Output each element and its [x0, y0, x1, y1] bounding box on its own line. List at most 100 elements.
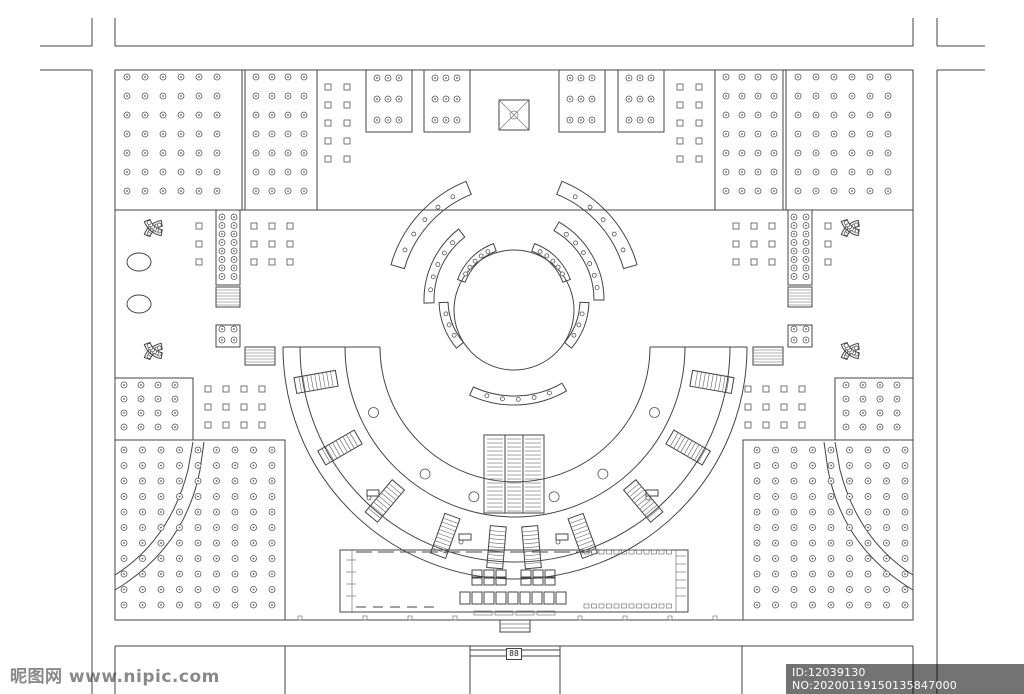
parking-stall — [621, 549, 627, 555]
tree-center — [797, 76, 799, 78]
seat-row — [687, 442, 696, 457]
seat-block — [486, 525, 507, 570]
crescent-tree — [428, 287, 434, 293]
ring-tree — [548, 491, 560, 503]
tree-center — [178, 573, 181, 575]
planter-cell — [676, 83, 684, 91]
tree-center — [271, 133, 273, 135]
tree-center — [830, 573, 832, 575]
tree-center — [178, 588, 181, 591]
tree-center — [376, 119, 378, 121]
crescent-tree — [422, 217, 428, 223]
tree-center — [221, 216, 223, 218]
tree-center — [867, 542, 869, 544]
planter-cell — [676, 119, 684, 127]
tree-center — [255, 76, 257, 78]
tree-center — [303, 152, 305, 154]
tree-center — [774, 480, 777, 482]
tree-center — [180, 171, 182, 173]
tree-center — [126, 152, 128, 154]
tree-center — [144, 152, 146, 154]
tree-center — [845, 426, 847, 428]
tree-center — [885, 542, 888, 544]
tree-center — [885, 526, 888, 529]
tree-center — [303, 133, 305, 135]
tree-center — [160, 604, 162, 606]
tree-center — [271, 171, 273, 173]
seat-row — [680, 438, 689, 453]
tree-center — [885, 464, 888, 467]
seat-block — [429, 512, 461, 559]
bench-tree — [645, 495, 651, 501]
crescent-tree — [472, 258, 478, 264]
tree-center — [879, 426, 881, 428]
parking-stall — [621, 603, 627, 609]
seat-row — [722, 376, 726, 392]
tree-center — [234, 495, 236, 498]
tree-center — [848, 495, 851, 498]
amphitheater-seating — [293, 369, 735, 570]
seat-row — [523, 546, 540, 549]
tree-center — [862, 426, 864, 428]
tree-center — [233, 258, 235, 261]
crescent-tree — [555, 264, 561, 270]
crescent-tree — [484, 393, 490, 399]
seat-row — [697, 448, 707, 463]
seat-row — [524, 554, 541, 557]
tree-center — [851, 171, 853, 173]
tree-center — [123, 384, 125, 386]
seat-row — [439, 529, 455, 536]
planter-cell — [762, 421, 770, 429]
tree-center — [774, 511, 777, 513]
tree-center — [174, 412, 176, 414]
tree-center — [797, 133, 799, 135]
tree-center — [157, 384, 159, 386]
tree-center — [198, 114, 200, 116]
tree-center — [198, 95, 200, 97]
seat-row — [579, 544, 595, 551]
tree-center — [774, 542, 777, 544]
crescent-tree — [430, 274, 436, 280]
planter-cell — [732, 222, 740, 230]
tree-center — [830, 604, 832, 606]
tree-center — [725, 152, 727, 154]
crescent-tree — [550, 258, 556, 264]
vehicle-block — [507, 591, 519, 605]
tree-center — [398, 98, 400, 100]
parking-stall — [598, 549, 605, 555]
tree-center — [123, 449, 125, 451]
tree-center — [252, 495, 255, 498]
tree-center — [830, 511, 832, 513]
tree-center — [234, 511, 236, 513]
tree-center — [456, 98, 458, 100]
lawn-ovals — [126, 252, 152, 314]
tree-center — [252, 573, 255, 575]
tree-center — [805, 339, 807, 341]
tree-center — [287, 76, 289, 78]
tree-center — [178, 604, 181, 606]
tree-center — [725, 190, 727, 192]
tree-center — [904, 588, 906, 591]
crescent-tree — [478, 253, 484, 259]
seat-row — [332, 442, 341, 457]
crescent-tree — [441, 250, 447, 256]
planter-cell — [222, 385, 230, 393]
planter-cell — [343, 83, 351, 91]
seat-row — [318, 373, 322, 390]
tree-center — [221, 250, 223, 252]
crescent-tree — [853, 345, 859, 351]
tree-center — [174, 398, 176, 400]
tree-center — [234, 526, 236, 529]
tree-center — [885, 495, 888, 498]
vehicle-block — [459, 591, 471, 605]
seat-row — [306, 375, 310, 392]
tree-center — [198, 152, 200, 154]
bench-tree — [458, 539, 464, 545]
crescent-tree — [594, 285, 600, 290]
tree-center — [879, 412, 881, 414]
tree-center — [252, 526, 255, 529]
seat-row — [647, 507, 660, 519]
tree-center — [271, 604, 273, 606]
tree-center — [126, 133, 128, 135]
tree-center — [756, 573, 758, 575]
